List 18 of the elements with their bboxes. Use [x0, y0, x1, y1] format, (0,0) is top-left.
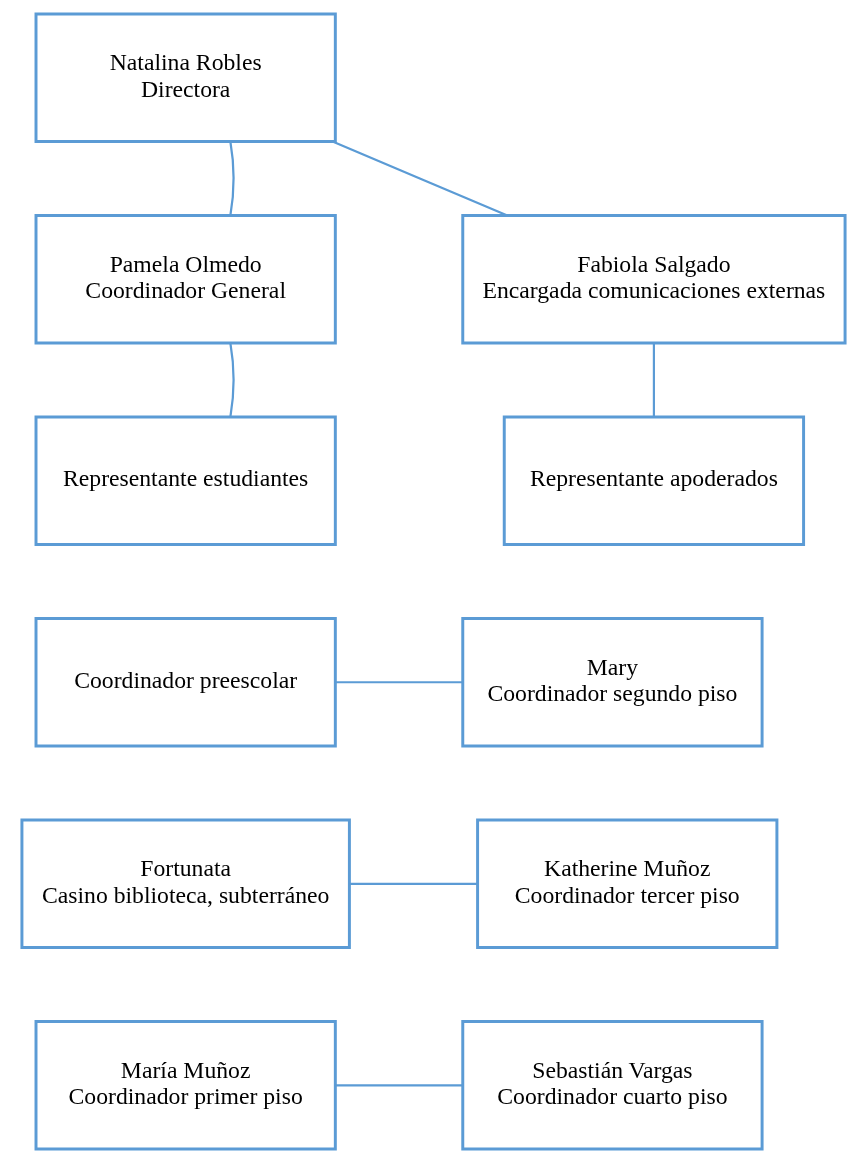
connector	[229, 342, 235, 417]
connector	[229, 141, 235, 216]
node-box: Fortunata Casino biblioteca, subterráneo	[20, 818, 351, 949]
connector	[335, 1084, 463, 1087]
node-box: Representante estudiantes	[34, 415, 337, 546]
node-box: Mary Coordinador segundo piso	[461, 617, 764, 748]
node-box: Natalina Robles Directora	[34, 12, 337, 143]
node-box: Sebastián Vargas Coordinador cuarto piso	[461, 1020, 764, 1151]
node-box: María Muñoz Coordinador primer piso	[34, 1020, 337, 1151]
node-box: Representante apoderados	[502, 415, 806, 546]
connector	[652, 342, 656, 417]
connector	[332, 140, 508, 217]
node-box: Coordinador preescolar	[34, 617, 337, 748]
node-box: Pamela Olmedo Coordinador General	[34, 214, 337, 345]
node-box: Katherine Muñoz Coordinador tercer piso	[476, 818, 779, 949]
node-box: Fabiola Salgado Encargada comunicaciones externas	[461, 214, 847, 345]
connector	[335, 681, 463, 684]
connector	[349, 882, 478, 885]
